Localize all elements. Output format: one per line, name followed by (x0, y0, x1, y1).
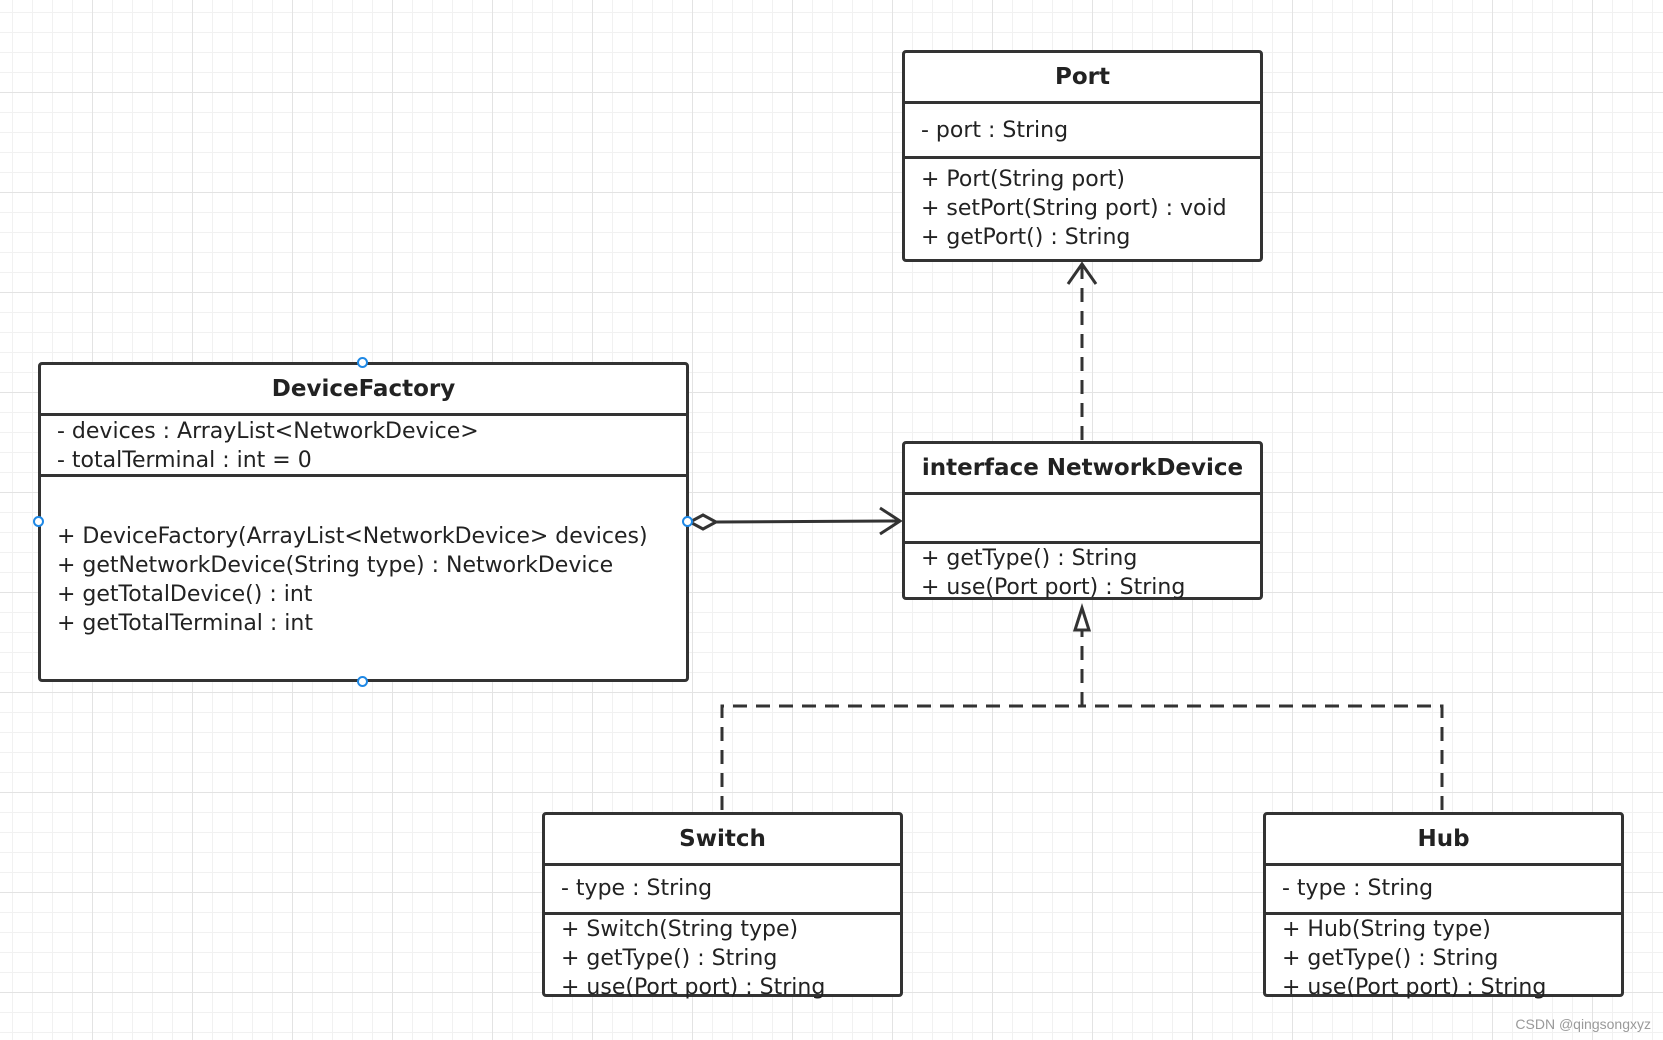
aggregation-line-devicefactory-networkdevice[interactable] (715, 519, 899, 524)
resize-handle-top[interactable] (357, 357, 368, 368)
method: + setPort(String port) : void (921, 196, 1227, 221)
class-switch-attributes: - type : String (545, 863, 900, 912)
class-networkdevice[interactable]: interface NetworkDevice + getType() : St… (902, 441, 1263, 600)
attribute: - devices : ArrayList<NetworkDevice> (57, 419, 479, 444)
watermark: CSDN @qingsongxyz (1515, 1016, 1651, 1032)
method: + getTotalTerminal : int (57, 611, 313, 636)
class-port-methods: + Port(String port) + setPort(String por… (905, 156, 1260, 252)
class-switch-methods: + Switch(String type) + getType() : Stri… (545, 912, 900, 1002)
resize-handle-bottom[interactable] (357, 676, 368, 687)
method: + getType() : String (561, 946, 778, 971)
class-devicefactory[interactable]: DeviceFactory - devices : ArrayList<Netw… (38, 362, 689, 682)
attribute: - port : String (921, 118, 1069, 143)
realization-line-hub[interactable] (1082, 704, 1444, 810)
class-hub-title: Hub (1417, 826, 1470, 852)
attribute: - type : String (561, 876, 713, 901)
class-hub-attributes: - type : String (1266, 863, 1621, 912)
method: + getPort() : String (921, 225, 1131, 250)
class-devicefactory-methods: + DeviceFactory(ArrayList<NetworkDevice>… (41, 474, 686, 638)
class-networkdevice-attributes (905, 492, 1260, 541)
class-port[interactable]: Port - port : String + Port(String port)… (902, 50, 1263, 262)
resize-handle-left[interactable] (33, 516, 44, 527)
method: + Switch(String type) (561, 917, 799, 942)
aggregation-arrowhead-open (879, 506, 903, 536)
resize-handle-right[interactable] (682, 516, 693, 527)
method: + use(Port port) : String (561, 975, 826, 1000)
class-switch[interactable]: Switch - type : String + Switch(String t… (542, 812, 903, 1000)
class-port-title: Port (1055, 64, 1110, 90)
class-switch-title: Switch (679, 826, 766, 852)
class-devicefactory-title: DeviceFactory (271, 376, 456, 402)
dependency-arrowhead-open (1066, 261, 1098, 285)
method: + getType() : String (921, 546, 1138, 571)
method: + Hub(String type) (1282, 917, 1491, 942)
method: + getNetworkDevice(String type) : Networ… (57, 553, 614, 578)
class-devicefactory-attributes: - devices : ArrayList<NetworkDevice> - t… (41, 413, 686, 474)
class-hub-methods: + Hub(String type) + getType() : String … (1266, 912, 1621, 1002)
method: + getTotalDevice() : int (57, 582, 313, 607)
class-networkdevice-title: interface NetworkDevice (921, 455, 1244, 481)
realization-arrowhead-hollow-triangle (1072, 603, 1092, 632)
method: + use(Port port) : String (921, 575, 1186, 600)
attribute: - totalTerminal : int = 0 (57, 448, 312, 473)
class-hub[interactable]: Hub - type : String + Hub(String type) +… (1263, 812, 1624, 1000)
method: + use(Port port) : String (1282, 975, 1547, 1000)
aggregation-diamond (686, 513, 720, 531)
realization-line-switch[interactable] (720, 704, 1082, 810)
class-networkdevice-methods: + getType() : String + use(Port port) : … (905, 541, 1260, 602)
method: + DeviceFactory(ArrayList<NetworkDevice>… (57, 524, 648, 549)
method: + getType() : String (1282, 946, 1499, 971)
attribute: - type : String (1282, 876, 1434, 901)
method: + Port(String port) (921, 167, 1125, 192)
class-port-attributes: - port : String (905, 101, 1260, 156)
